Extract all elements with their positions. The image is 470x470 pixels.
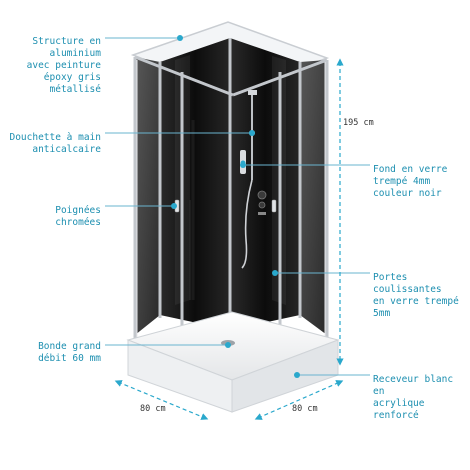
aluminium-frame — [133, 38, 329, 360]
dimension-arrows — [114, 58, 344, 420]
label-poignees: Poignées chromées — [55, 205, 101, 228]
label-fond: Fond en verre trempé 4mm couleur noir — [373, 164, 448, 199]
shower-cabin — [126, 21, 340, 413]
dimension-width-right: 80 cm — [292, 404, 318, 414]
label-bonde: Bonde grand débit 60 mm — [38, 341, 101, 364]
back-panel-right — [230, 38, 300, 330]
dimension-width-left: 80 cm — [140, 404, 166, 414]
label-receveur: Receveur blanc en acrylique renforcé — [373, 374, 454, 421]
label-douchette: Douchette à main anticalcaire — [9, 132, 101, 155]
side-glass-right — [300, 60, 327, 335]
side-glass-left — [135, 57, 160, 335]
dimension-height: 195 cm — [343, 118, 374, 128]
label-portes: Portes coulissantes en verre trempé 5mm — [373, 272, 459, 319]
label-structure: Structure en aluminium avec peinture épo… — [26, 36, 101, 95]
mixer-controls — [257, 190, 267, 215]
back-panel-left — [160, 38, 230, 330]
